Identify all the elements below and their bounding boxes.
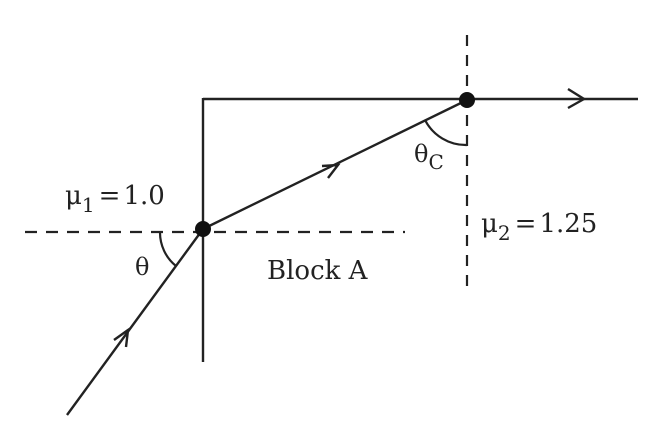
theta-label: θ <box>135 253 149 281</box>
mu1-label: μ1=1.0 <box>65 181 165 217</box>
theta-c-label: θC <box>414 140 444 174</box>
exit-point <box>459 92 475 108</box>
theta-arc <box>158 231 177 267</box>
incident-ray-arrow-icon <box>113 327 130 348</box>
entry-point <box>195 221 211 237</box>
mu2-label: μ2=1.25 <box>481 209 597 245</box>
block-a-label: Block A <box>267 256 369 286</box>
refracted-ray-arrow-icon <box>321 163 341 179</box>
emergent-ray-arrow-icon <box>567 87 587 110</box>
theta-c-arc <box>424 119 468 147</box>
incident-ray <box>66 228 204 416</box>
